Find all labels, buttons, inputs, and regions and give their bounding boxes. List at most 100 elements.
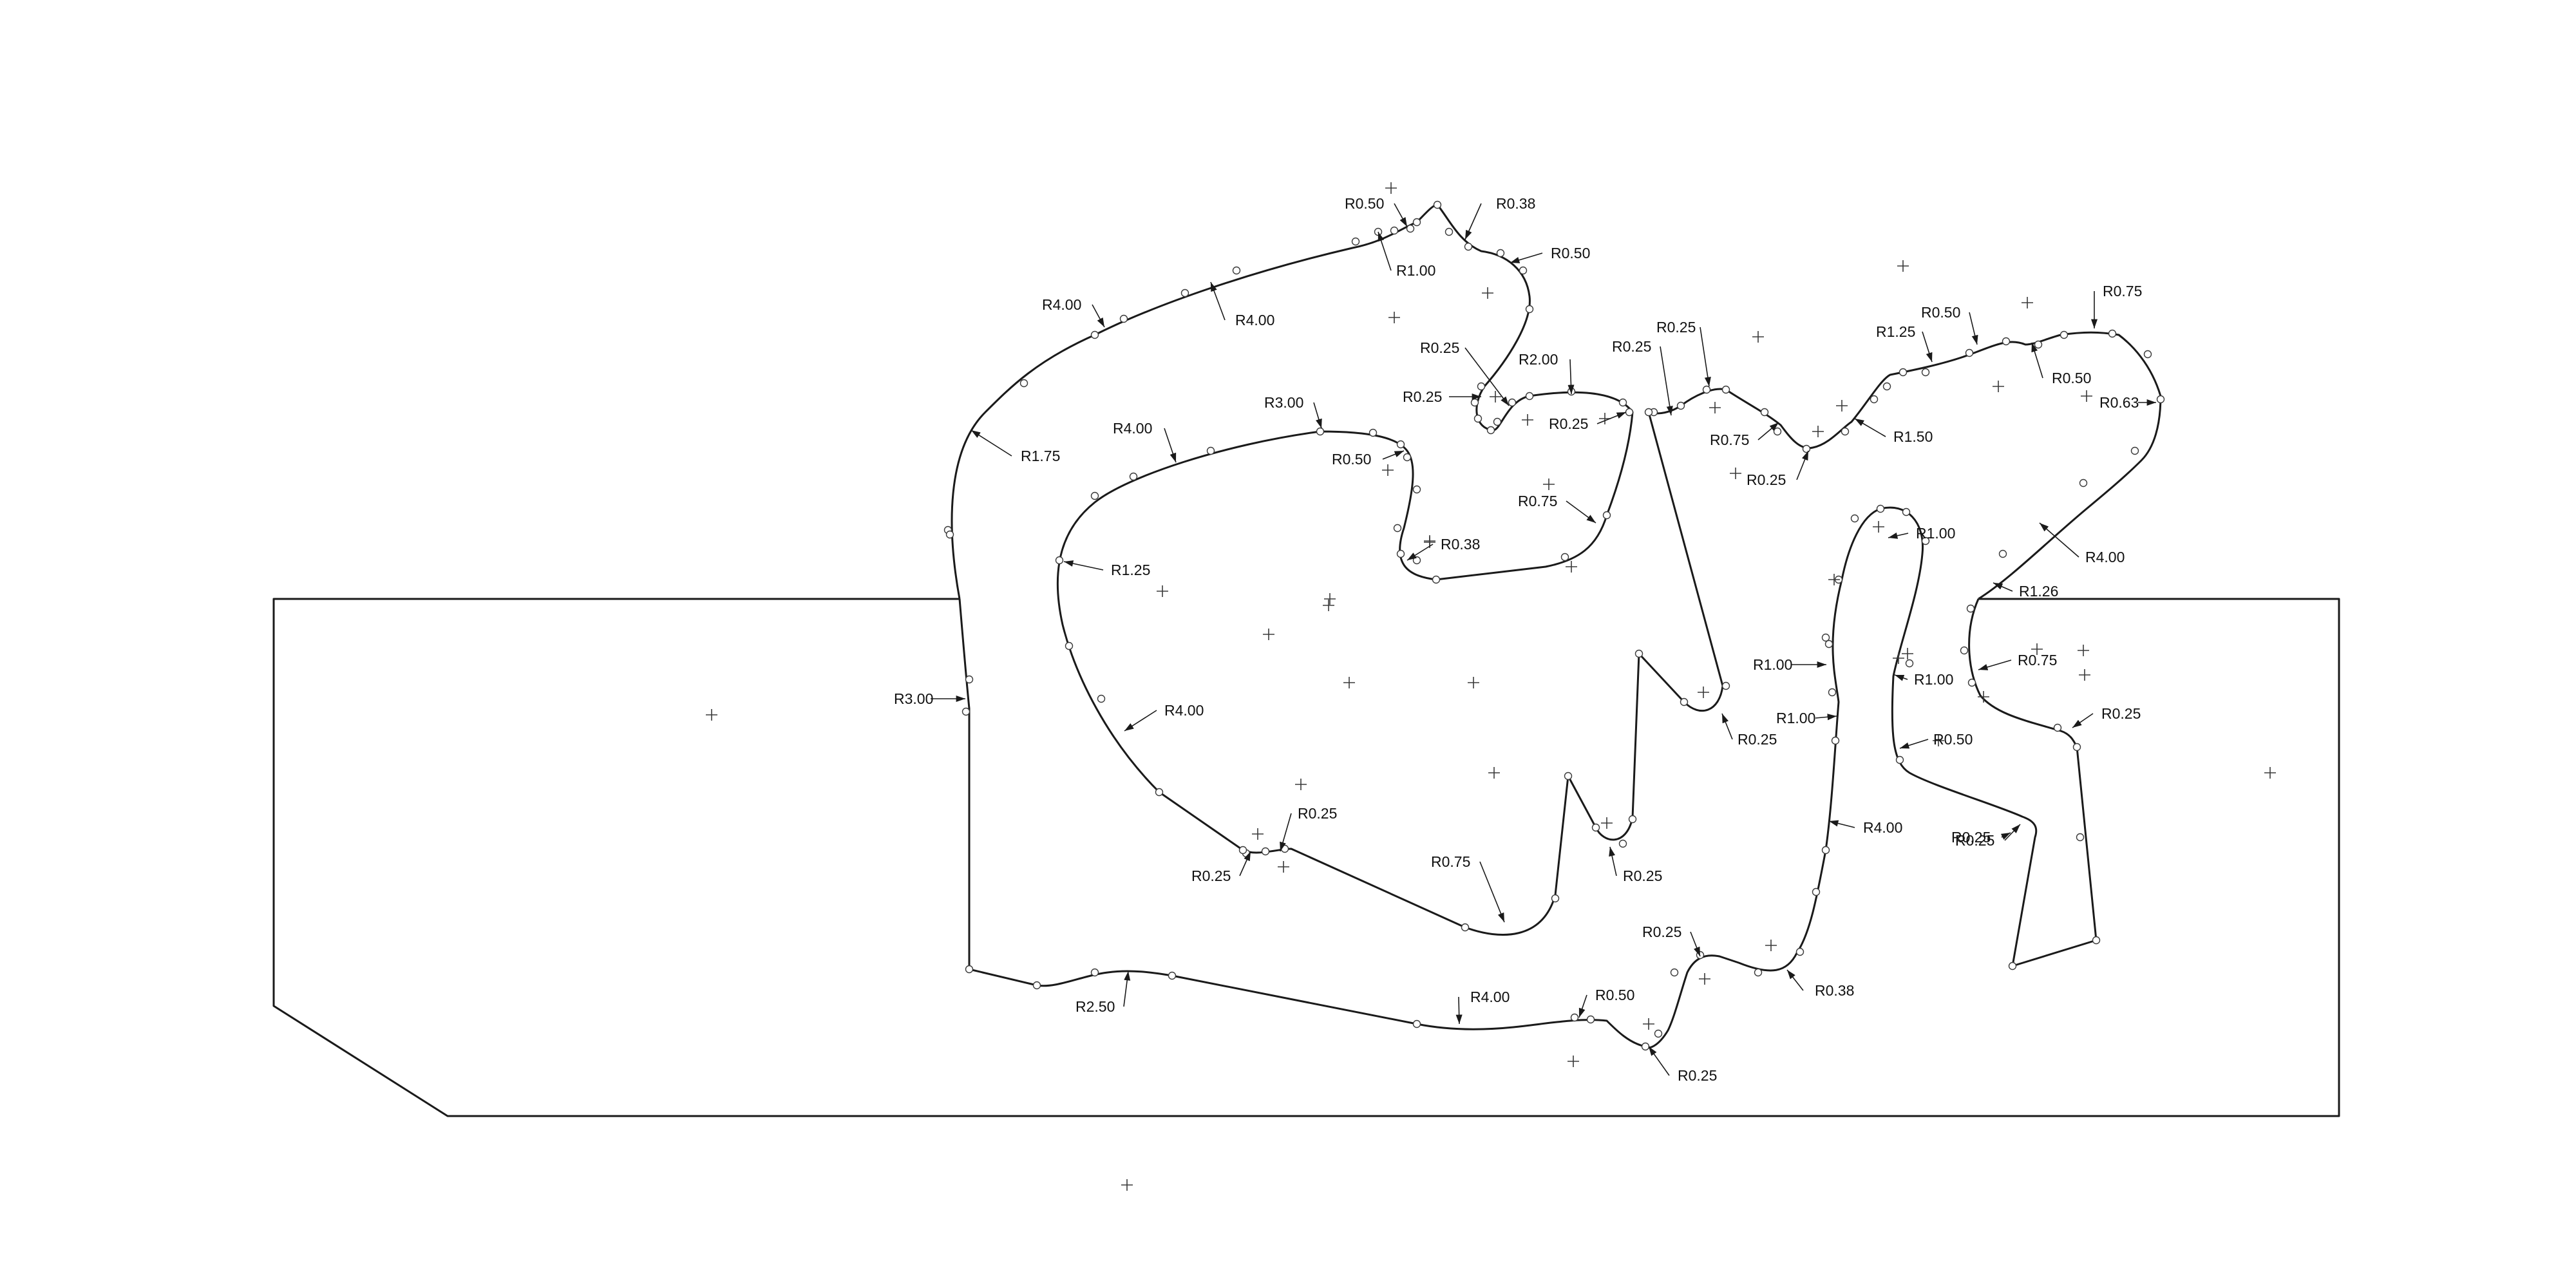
tangent-point-marker	[1812, 887, 1821, 896]
radius-dimension: R0.25	[1280, 805, 1337, 852]
tangent-point-marker	[1019, 379, 1028, 388]
radius-label: R0.75	[1518, 493, 1557, 509]
radius-label: R0.25	[1955, 832, 1994, 849]
tangent-point-marker	[2002, 337, 2011, 346]
arc-center-cross	[1893, 652, 1904, 664]
radius-label: R0.25	[1642, 923, 1681, 940]
tangent-point-marker	[1965, 348, 1974, 357]
tangent-point-marker	[1280, 844, 1289, 853]
tangent-point-marker	[1754, 968, 1763, 977]
tangent-point-marker	[1206, 446, 1215, 455]
arc-center-cross	[1643, 1018, 1654, 1030]
tangent-point-marker	[1393, 524, 1402, 533]
tangent-point-marker	[1967, 678, 1976, 687]
arc-center-cross	[1488, 767, 1500, 779]
dimension-leader-line	[1978, 659, 2012, 670]
radius-label: R0.75	[1710, 431, 1749, 448]
dimension-leader-line	[1796, 450, 1809, 480]
tangent-point-marker	[1721, 385, 1730, 394]
radius-dimension: R4.00	[1113, 420, 1177, 463]
tangent-point-marker	[1895, 755, 1904, 764]
radius-dimension: R1.00	[1894, 671, 1953, 688]
dimension-leader-line	[1210, 281, 1226, 321]
radius-dimension: R4.00	[1124, 702, 1204, 732]
tangent-point-marker	[1396, 440, 1405, 449]
arc-center-cross	[1278, 861, 1289, 873]
arc-center-cross	[1382, 464, 1394, 476]
dimension-leader-line	[1815, 714, 1837, 721]
dimension-leader-line	[1280, 813, 1292, 852]
arc-center-cross	[1730, 468, 1741, 479]
radius-dimension: R0.50	[1345, 195, 1408, 227]
radius-label: R0.63	[2099, 394, 2139, 411]
radius-dimension: R2.50	[1075, 971, 1131, 1015]
radius-label: R0.50	[1595, 987, 1634, 1003]
tangent-point-marker	[1508, 398, 1517, 407]
radius-dimension: R0.25	[2072, 705, 2141, 728]
arc-center-cross	[2264, 767, 2276, 779]
radius-label: R0.75	[1431, 853, 1470, 870]
radius-dimension: R0.25	[1609, 846, 1662, 884]
tangent-point-marker	[1168, 971, 1177, 980]
radius-label: R4.00	[1113, 420, 1152, 437]
radius-label: R0.50	[1921, 304, 1960, 321]
arc-center-cross	[2081, 390, 2092, 402]
tangent-point-marker	[1065, 641, 1074, 650]
arc-center-cross	[1323, 600, 1334, 611]
radius-label: R1.00	[1914, 671, 1953, 688]
tangent-point-marker	[1802, 444, 1811, 453]
dimension-leader-line	[1566, 500, 1596, 524]
tangent-point-marker	[1721, 681, 1730, 690]
arc-center-cross	[1522, 414, 1533, 426]
tangent-point-marker	[961, 707, 971, 716]
dimension-leader-line	[1786, 969, 1804, 991]
tangent-point-marker	[1412, 485, 1421, 494]
radius-label: R1.25	[1111, 562, 1150, 578]
radius-dimension: R0.50	[1510, 245, 1590, 263]
arc-center-cross	[706, 709, 717, 721]
radius-dimension: R2.00	[1519, 351, 1575, 395]
dimension-leader-line	[2000, 832, 2011, 840]
radius-label: R1.75	[1021, 448, 1060, 464]
radius-dimension: R0.25	[1721, 713, 1777, 748]
radius-label: R0.38	[1441, 536, 1480, 553]
dimension-leader-line	[1969, 312, 1978, 345]
tangent-point-marker	[1882, 382, 1891, 391]
radius-dimension: R4.00	[1455, 989, 1510, 1025]
dimension-leader-line	[1894, 674, 1908, 681]
dimension-leader-line	[1828, 820, 1855, 828]
tangent-point-marker	[1090, 330, 1099, 339]
dimension-leader-line	[1394, 203, 1408, 227]
radius-label: R0.50	[1332, 451, 1371, 468]
radius-label: R2.00	[1519, 351, 1558, 368]
radius-label: R0.25	[2101, 705, 2141, 722]
radius-label: R0.25	[1420, 339, 1459, 356]
tangent-point-marker	[1702, 385, 1711, 394]
tangent-point-marker	[1444, 227, 1454, 236]
tangent-point-marker	[1618, 839, 1627, 848]
tangent-point-marker	[1461, 923, 1470, 932]
radius-label: R0.25	[1549, 415, 1588, 432]
radius-dimension: R3.00	[1264, 394, 1322, 429]
arc-center-cross	[1468, 677, 1479, 688]
part-lower-profile	[958, 506, 2098, 1049]
radius-dimension: R0.75	[2090, 283, 2142, 328]
tangent-point-marker	[1368, 428, 1378, 437]
radius-dimension: R0.50	[2031, 342, 2091, 386]
tangent-points-group	[943, 200, 2165, 1051]
radius-label: R3.00	[894, 690, 933, 707]
radius-dimension: R0.25	[1656, 319, 1711, 387]
tangent-point-marker	[1828, 688, 1837, 697]
arc-center-cross	[1699, 973, 1710, 985]
radius-label: R0.75	[2018, 652, 2057, 668]
radius-dimension: R0.25	[1648, 1046, 1717, 1084]
tangent-point-marker	[1493, 417, 1502, 426]
radius-label: R1.26	[2019, 583, 2058, 600]
arc-center-cross	[1295, 779, 1307, 790]
radius-label: R0.50	[1933, 731, 1973, 748]
radius-dimension: R3.00	[894, 690, 965, 707]
radius-dimension: R1.25	[1063, 560, 1150, 578]
arc-center-cross	[1902, 648, 1913, 659]
tangent-point-marker	[1351, 237, 1360, 246]
